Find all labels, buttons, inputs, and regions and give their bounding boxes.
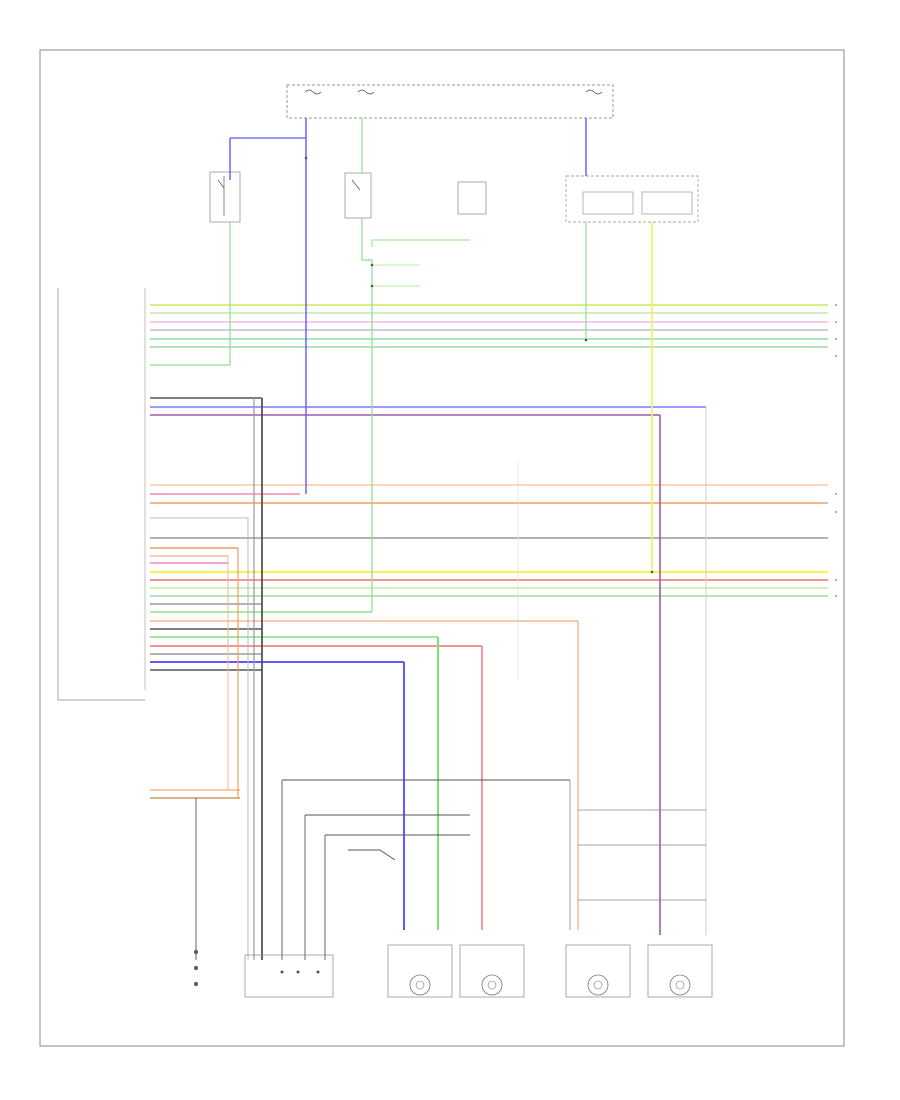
rr-wheel-sensor	[647, 944, 713, 998]
right-terminals	[835, 304, 837, 597]
brake-fluid-switch-group	[344, 172, 372, 219]
diagram-frame	[39, 49, 845, 1047]
junction-dots	[304, 156, 654, 574]
vertical-wires	[150, 118, 707, 960]
abs-relay-group	[565, 175, 699, 223]
lr-wheel-sensor	[565, 944, 631, 998]
bus-wires	[150, 304, 828, 799]
ecm-group	[457, 181, 487, 215]
abs-hydraulic-unit	[244, 954, 334, 998]
ground-component	[194, 950, 198, 986]
abs-module	[57, 288, 146, 701]
lf-wheel-sensor	[387, 944, 453, 998]
fuse-panel	[286, 84, 614, 119]
brake-switch-group	[209, 171, 241, 223]
rf-wheel-sensor	[459, 944, 525, 998]
